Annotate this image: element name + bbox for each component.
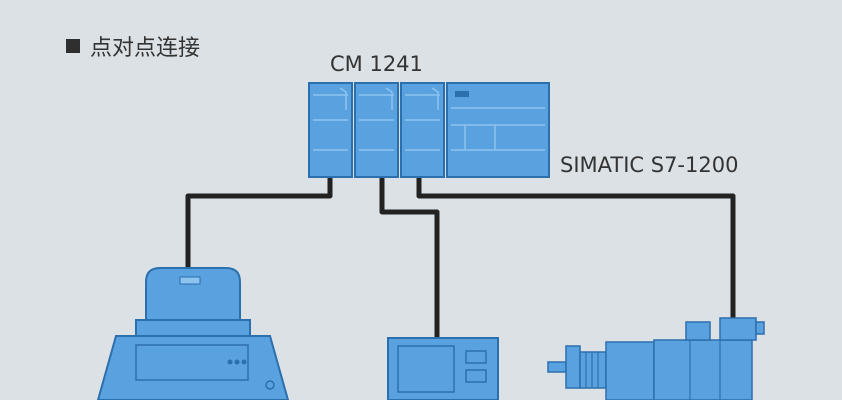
cables (185, 176, 736, 340)
printer-slot (179, 276, 201, 285)
motor-front (579, 351, 607, 389)
printer-icon (96, 267, 290, 400)
page-title-text: 点对点连接 (90, 36, 201, 61)
page-title: 点对点连接 (66, 30, 200, 62)
panel-button-1 (465, 350, 487, 364)
printer-body (96, 335, 290, 400)
printer-feed (135, 319, 251, 337)
plc-cpu-body (446, 82, 550, 178)
cable-drive (416, 176, 736, 320)
cm-module-details (313, 87, 440, 151)
printer-panel (135, 344, 249, 381)
cm-module-3 (400, 82, 445, 178)
motor-connector-right (719, 317, 757, 341)
cm-module-1 (308, 82, 353, 178)
printer-buttons (227, 359, 247, 365)
plc-details (451, 107, 545, 151)
motor-connector-plug (755, 321, 765, 335)
cm-module-2 (354, 82, 399, 178)
cable-panel (379, 176, 440, 340)
plc-label: SIMATIC S7-1200 (560, 153, 739, 177)
motor-body (605, 341, 655, 400)
motor-fins (585, 352, 599, 388)
printer-paper-top (145, 267, 241, 321)
plc-cpu-icon (446, 82, 550, 178)
motor-shaft (547, 361, 567, 373)
plc-status-leds (455, 91, 469, 97)
panel-screen (397, 345, 455, 393)
motor-flange (565, 345, 581, 389)
motor-connector-left (685, 321, 711, 341)
motor-housing (653, 339, 753, 400)
communication-module-icon (308, 82, 445, 178)
printer-power-button (265, 380, 275, 390)
bullet-square-icon (66, 39, 80, 53)
cable-printer (185, 176, 333, 268)
plc-station (308, 82, 550, 178)
panel-button-2 (465, 369, 487, 383)
operator-panel-icon (387, 337, 499, 400)
panel-body (387, 337, 499, 400)
servo-motor-icon (547, 317, 765, 400)
cm-module-label: CM 1241 (330, 52, 423, 76)
motor-housing-ribs (689, 340, 721, 400)
